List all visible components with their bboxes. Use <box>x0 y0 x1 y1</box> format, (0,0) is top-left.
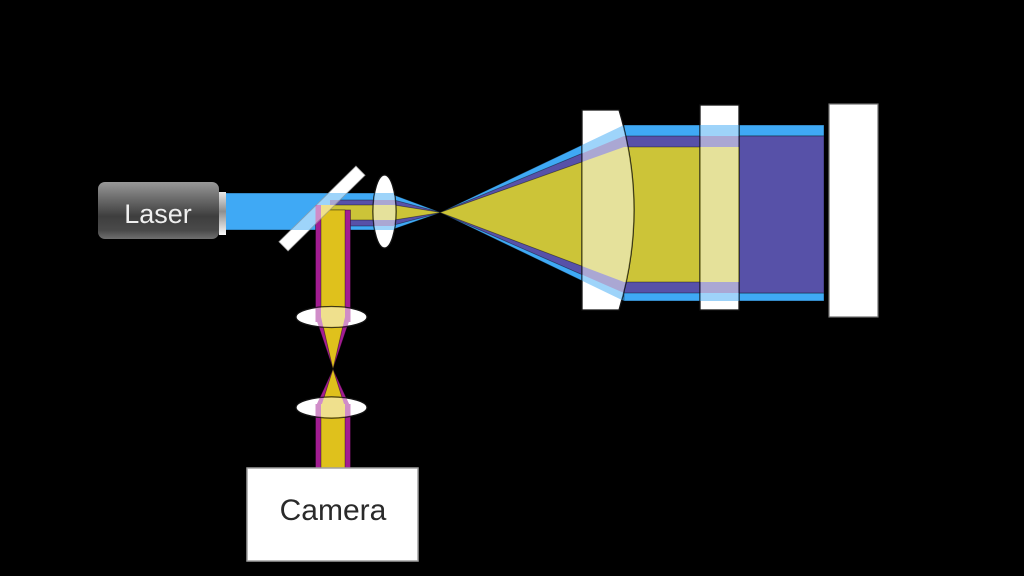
objective-lens-beam-tint <box>582 125 634 301</box>
purple-return-block <box>738 135 825 294</box>
window-plate <box>699 104 740 311</box>
end-mirror <box>828 103 879 318</box>
relay-lens-1 <box>295 305 368 329</box>
relay-lens-2-beam-tint <box>315 397 351 418</box>
relay-lens-1-beam-tint <box>315 306 351 328</box>
camera-label: Camera <box>280 494 387 527</box>
detection-band-gold-upper <box>320 209 346 323</box>
laser-nozzle <box>219 192 226 235</box>
laser-label: Laser <box>124 199 192 229</box>
camera: Camera <box>246 467 419 562</box>
camera-body <box>246 467 419 562</box>
relay-lens-2 <box>295 396 368 419</box>
laser-body <box>98 182 219 239</box>
objective-lens <box>581 109 635 311</box>
focusing-lens <box>372 174 397 249</box>
focusing-lens-beam-tint <box>373 193 396 230</box>
window-plate-beam-tint <box>700 125 739 301</box>
laser-source: Laser <box>98 182 226 239</box>
